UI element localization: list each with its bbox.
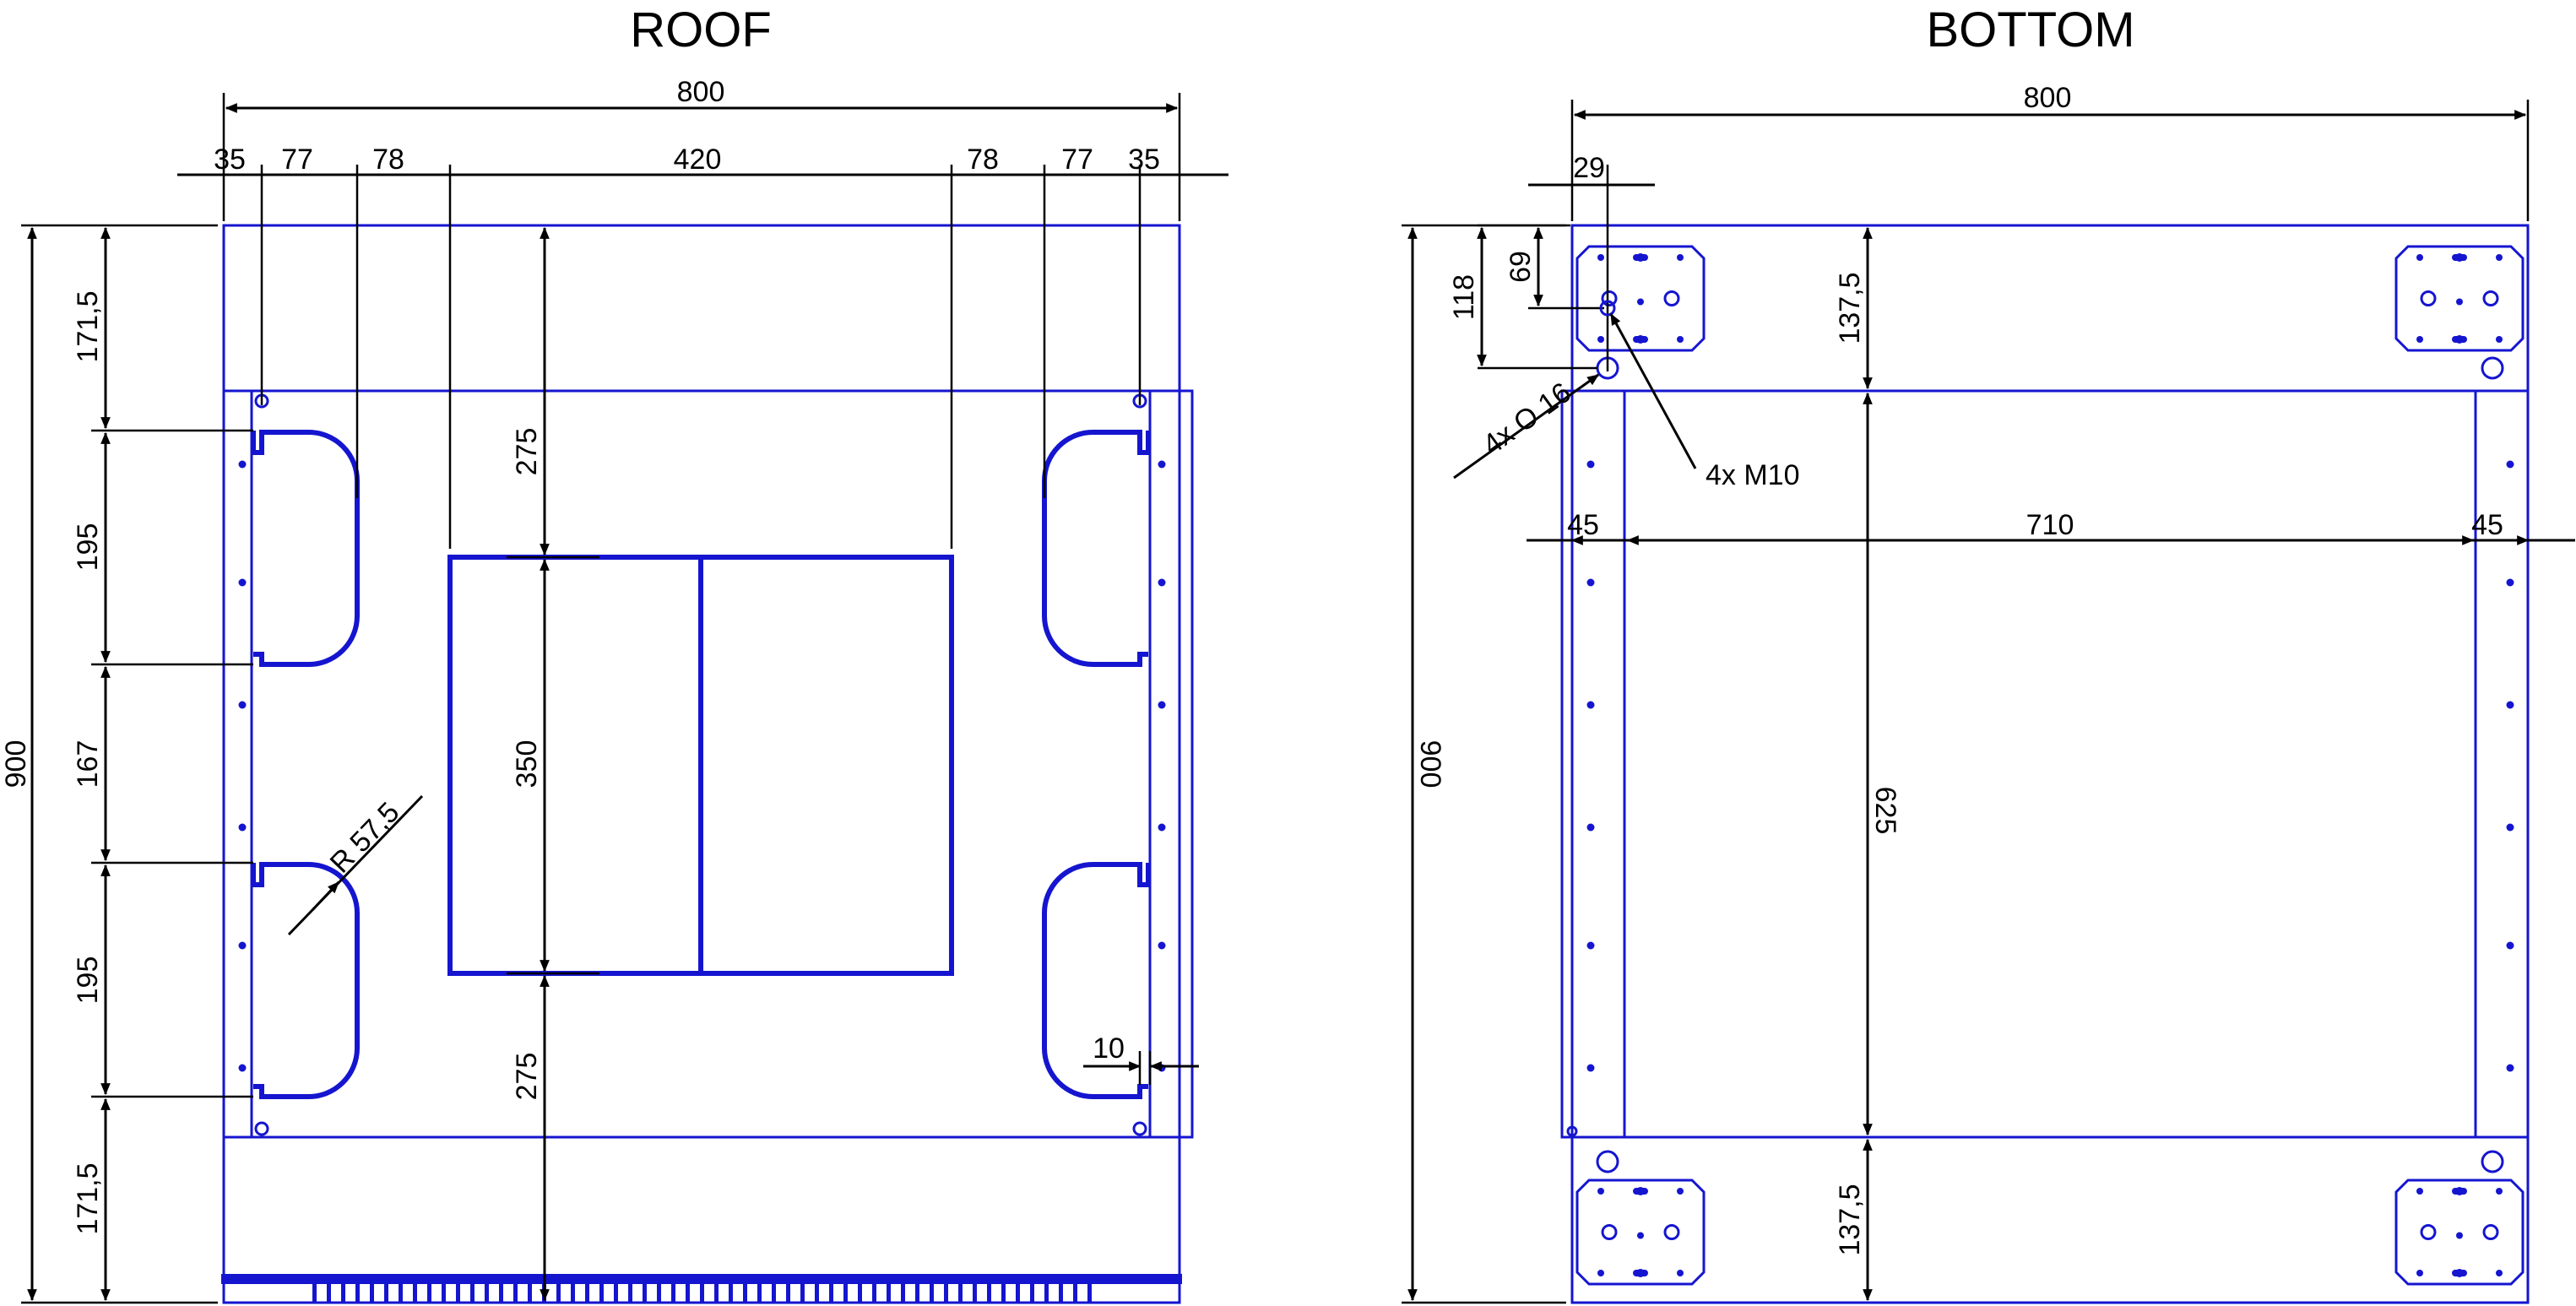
bottom-dim-625: 625 <box>1869 787 1901 835</box>
roof-dim-35-left: 35 <box>214 144 246 176</box>
roof-dim-195-top: 195 <box>72 523 104 572</box>
roof-title: ROOF <box>630 3 772 57</box>
roof-dim-171-top: 171,5 <box>72 290 104 362</box>
roof-dim-78-left: 78 <box>372 144 404 176</box>
roof-radius: R 57,5 <box>324 796 406 879</box>
bottom-dim-69: 69 <box>1505 251 1537 283</box>
roof-dim-77-left: 77 <box>281 144 313 176</box>
roof-dim-275-top: 275 <box>511 428 543 476</box>
roof-dim-420: 420 <box>674 144 722 176</box>
roof-dim-195-bottom: 195 <box>72 956 104 1005</box>
bottom-overall-width: 800 <box>2024 82 2072 114</box>
bottom-dim-118: 118 <box>1448 274 1480 320</box>
roof-dim-78-right: 78 <box>967 144 999 176</box>
bottom-castor-plates <box>1575 245 2524 1286</box>
roof-dim-167: 167 <box>72 740 104 788</box>
bottom-dim-137-front: 137,5 <box>1834 272 1866 344</box>
roof-dim-77-right: 77 <box>1061 144 1093 176</box>
bottom-dim-29: 29 <box>1573 152 1605 184</box>
roof-dim-350: 350 <box>511 740 543 788</box>
bottom-outline <box>1560 224 2530 1304</box>
bottom-overall-depth: 900 <box>1414 740 1446 788</box>
roof-center-cutout <box>447 555 954 976</box>
bottom-dim-710: 710 <box>2026 509 2074 541</box>
roof-view: ROOF <box>0 3 1228 1304</box>
roof-outline <box>221 224 1194 1304</box>
roof-overall-width: 800 <box>677 76 725 108</box>
bottom-view: BOTTOM 800 <box>1402 3 2575 1304</box>
roof-overall-depth: 900 <box>0 740 32 788</box>
bottom-thread-label: 4x M10 <box>1706 459 1800 491</box>
roof-vent-slots <box>312 1282 1092 1303</box>
roof-dim-275-bottom: 275 <box>511 1053 543 1101</box>
roof-dim-35-right: 35 <box>1128 144 1160 176</box>
roof-dimensions: 800 35 77 78 420 78 77 35 900 <box>0 76 1228 1304</box>
bottom-holes <box>1586 356 2514 1173</box>
bottom-dim-137-rear: 137,5 <box>1834 1184 1866 1255</box>
bottom-title: BOTTOM <box>1926 3 2134 57</box>
bottom-dim-45-left: 45 <box>1567 509 1599 541</box>
roof-dim-171-bottom: 171,5 <box>72 1162 104 1234</box>
bottom-dim-45-right: 45 <box>2471 509 2503 541</box>
roof-dim-10: 10 <box>1093 1032 1125 1065</box>
